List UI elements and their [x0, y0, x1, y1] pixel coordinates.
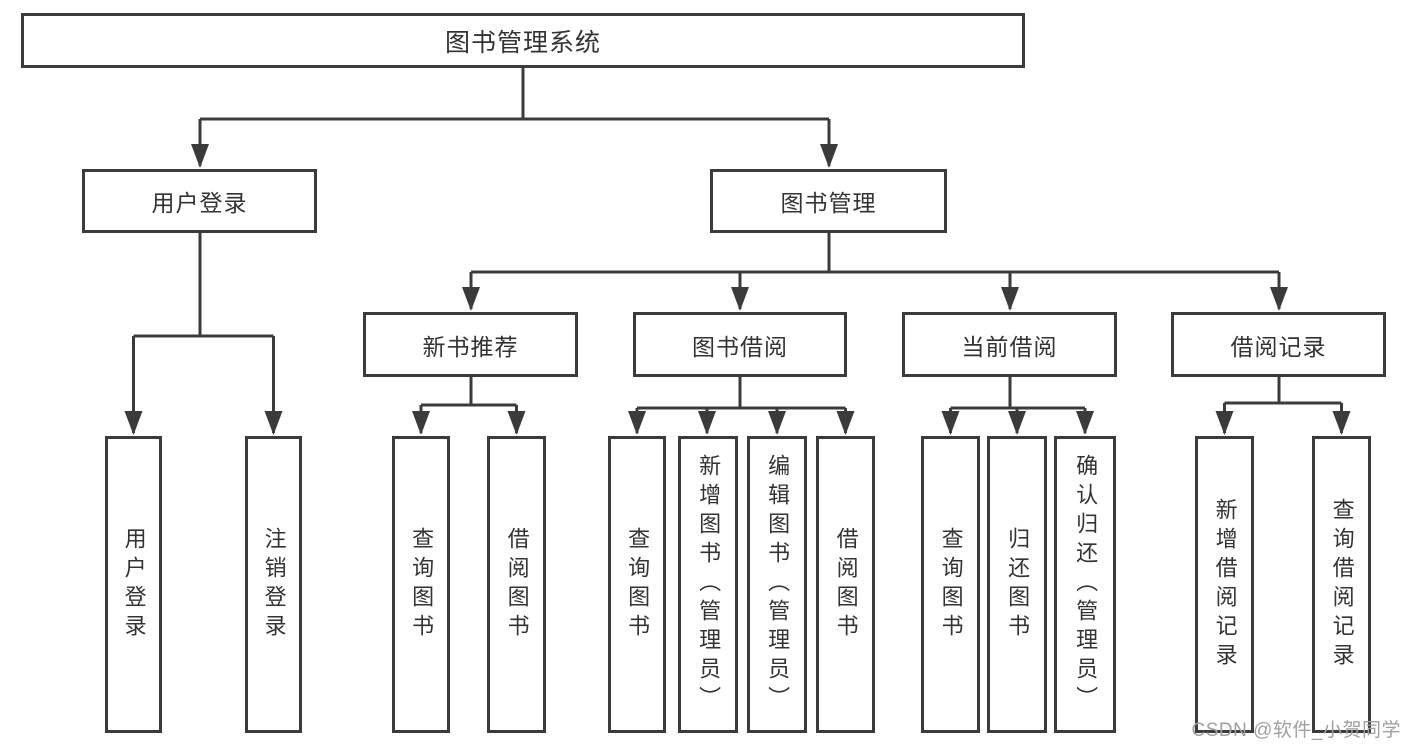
node-query-books-current-label: 查询图书: [938, 526, 964, 643]
node-query-books-current: 查询图书: [921, 436, 980, 733]
node-book-management-label: 图书管理: [780, 190, 877, 216]
node-user-login-label: 用户登录: [151, 190, 248, 216]
node-borrow-books-recommend: 借阅图书: [487, 436, 546, 733]
node-add-book-admin-label: 新增图书（管理员）: [696, 454, 722, 715]
node-new-book-recommendation: 新书推荐: [363, 312, 578, 377]
node-edit-book-admin-label: 编辑图书（管理员）: [765, 454, 791, 715]
watermark: CSDN @软件_小贺同学: [1191, 720, 1401, 741]
node-query-books-borrowing: 查询图书: [608, 436, 666, 733]
node-book-borrowing-label: 图书借阅: [692, 333, 788, 360]
node-library-system: 图书管理系统: [21, 13, 1025, 68]
node-return-books: 归还图书: [987, 436, 1047, 733]
node-user-login-action-label: 用户登录: [121, 526, 147, 643]
node-logout: 注销登录: [245, 436, 302, 733]
node-confirm-return-admin-label: 确认归还（管理员）: [1073, 454, 1099, 715]
node-book-management: 图书管理: [710, 169, 947, 233]
node-current-borrowing: 当前借阅: [902, 312, 1117, 377]
node-query-borrow-record: 查询借阅记录: [1312, 436, 1371, 733]
node-user-login-action: 用户登录: [105, 436, 162, 733]
node-query-books-recommend: 查询图书: [392, 436, 450, 733]
node-add-borrow-record-label: 新增借阅记录: [1212, 497, 1238, 672]
node-borrowing-records-label: 借阅记录: [1230, 333, 1327, 360]
node-borrow-books-borrowing-label: 借阅图书: [833, 526, 859, 643]
node-borrow-books-recommend-label: 借阅图书: [504, 526, 530, 643]
node-query-books-recommend-label: 查询图书: [409, 526, 435, 643]
node-current-borrowing-label: 当前借阅: [961, 333, 1058, 360]
node-book-borrowing: 图书借阅: [633, 312, 847, 377]
node-user-login: 用户登录: [82, 169, 317, 233]
node-library-system-label: 图书管理系统: [444, 28, 601, 57]
node-new-book-recommendation-label: 新书推荐: [422, 333, 519, 360]
node-confirm-return-admin: 确认归还（管理员）: [1054, 436, 1116, 733]
node-query-borrow-record-label: 查询借阅记录: [1329, 497, 1355, 672]
node-query-books-borrowing-label: 查询图书: [625, 526, 651, 643]
node-edit-book-admin: 编辑图书（管理员）: [747, 436, 807, 733]
node-borrowing-records: 借阅记录: [1171, 312, 1386, 377]
node-add-book-admin: 新增图书（管理员）: [678, 436, 738, 733]
node-borrow-books-borrowing: 借阅图书: [816, 436, 875, 733]
node-add-borrow-record: 新增借阅记录: [1195, 436, 1254, 733]
node-logout-label: 注销登录: [261, 526, 287, 643]
node-return-books-label: 归还图书: [1005, 526, 1031, 643]
